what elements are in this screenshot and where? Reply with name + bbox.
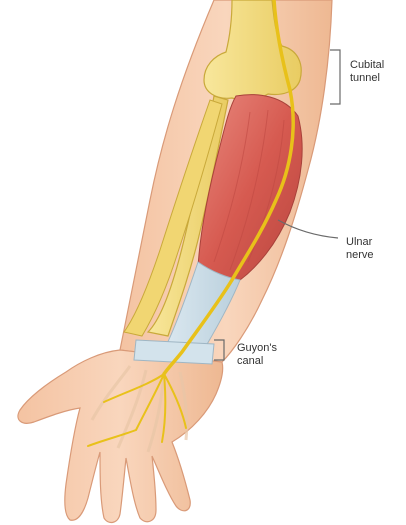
cubital-tunnel-label-line2: tunnel <box>350 72 384 85</box>
guyons-canal-label-line1: Guyon's <box>237 342 277 355</box>
ulnar-nerve-label: Ulnar nerve <box>346 236 374 262</box>
cubital-tunnel-label-line1: Cubital <box>350 59 384 72</box>
guyons-canal-label-line2: canal <box>237 355 277 368</box>
ulnar-nerve-label-line1: Ulnar <box>346 236 374 249</box>
cubital-tunnel-bracket <box>330 50 340 104</box>
cubital-tunnel-label: Cubital tunnel <box>350 59 384 85</box>
ulnar-nerve-label-line2: nerve <box>346 249 374 262</box>
guyons-canal-label: Guyon's canal <box>237 342 277 368</box>
